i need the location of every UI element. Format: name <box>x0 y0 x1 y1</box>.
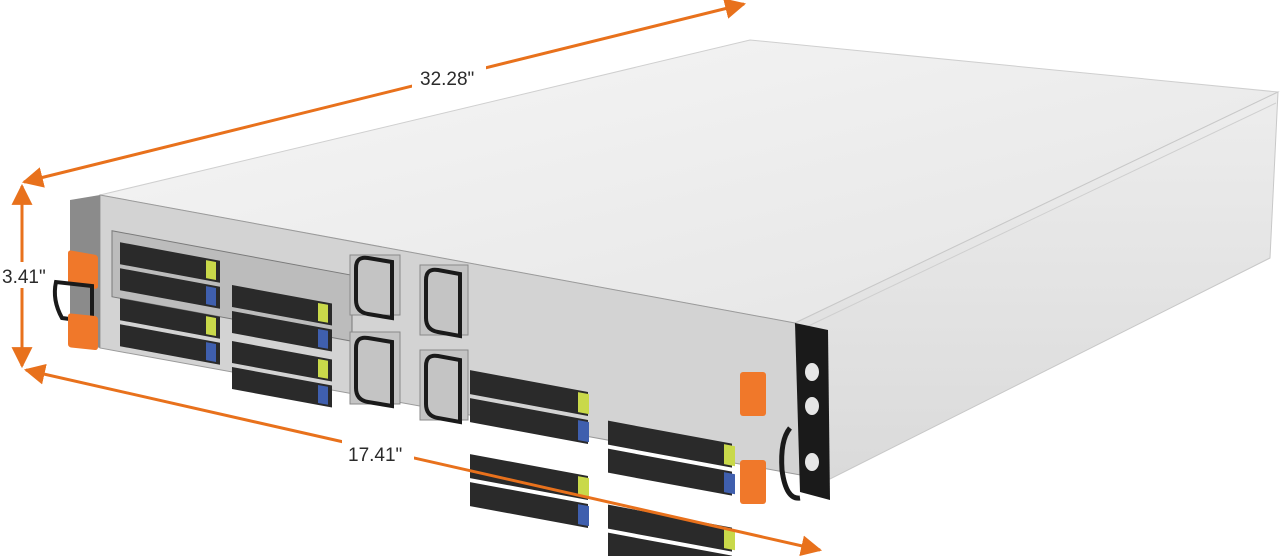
hot-swap-drive-bay[interactable] <box>120 324 220 365</box>
hot-swap-drive-bay[interactable] <box>120 268 220 309</box>
dimension-annotations: 32.28" 3.41" 17.41" <box>0 0 823 556</box>
node-handle[interactable] <box>354 255 394 321</box>
hot-swap-drive-bay[interactable] <box>232 310 332 352</box>
hot-swap-drive-bay[interactable] <box>120 242 220 283</box>
width-dimension-label: 17.41" <box>348 445 402 466</box>
server-chassis <box>99 39 1280 481</box>
hot-swap-drive-bay[interactable] <box>120 298 220 339</box>
rack-ear-left <box>52 195 100 351</box>
node-handle[interactable] <box>424 267 462 339</box>
hot-swap-drive-bay[interactable] <box>232 284 332 326</box>
depth-dimension-label: 32.28" <box>420 69 474 90</box>
height-dimension-label: 3.41" <box>2 267 46 288</box>
depth-dimension-arrow <box>21 0 747 188</box>
width-dimension-arrow <box>23 363 823 556</box>
left-drive-bays <box>111 230 353 408</box>
